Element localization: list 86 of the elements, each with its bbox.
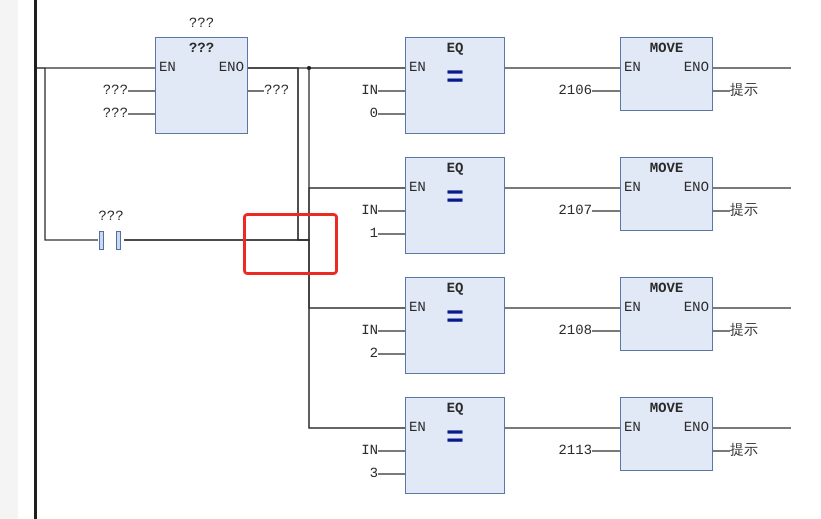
pin-name: EN <box>409 300 426 316</box>
pin-name: EN <box>159 60 176 76</box>
block-title: EQ <box>446 161 464 177</box>
wire <box>248 90 264 92</box>
pin-name: EN <box>409 180 426 196</box>
function-block <box>620 277 713 351</box>
wire <box>378 353 405 355</box>
wire <box>713 187 791 189</box>
block-title: EQ <box>446 41 464 57</box>
pin-name: EN <box>624 60 641 76</box>
pin-name: EN <box>624 420 641 436</box>
operand-label: 提示 <box>730 323 758 339</box>
operator-symbol: = <box>446 307 464 331</box>
block-title: MOVE <box>650 161 684 177</box>
instance-name: ??? <box>188 16 214 32</box>
wire <box>128 113 155 115</box>
pin-name: ENO <box>218 60 244 76</box>
operand-label: IN <box>361 323 378 339</box>
operand-label: 1 <box>370 226 378 242</box>
wire <box>592 450 620 452</box>
wire <box>713 90 730 92</box>
function-block <box>405 277 505 374</box>
function-block <box>620 157 713 231</box>
pin-name: ENO <box>684 180 709 196</box>
operand-label: 2107 <box>558 203 592 219</box>
wire <box>592 90 620 92</box>
function-block <box>620 397 713 471</box>
operator-symbol: = <box>446 427 464 451</box>
wire <box>713 427 791 429</box>
block-title: EQ <box>446 281 464 297</box>
function-block <box>405 157 505 254</box>
operand-label: 提示 <box>730 443 758 459</box>
operand-label: IN <box>361 83 378 99</box>
wire <box>378 113 405 115</box>
wire <box>505 67 620 69</box>
pin-name: EN <box>409 420 426 436</box>
operand-label: 3 <box>370 466 378 482</box>
operand-label: 2106 <box>558 83 592 99</box>
pin-name: ENO <box>684 420 709 436</box>
wire <box>505 307 620 309</box>
operator-symbol: = <box>446 187 464 211</box>
wire <box>592 210 620 212</box>
wire <box>378 90 405 92</box>
wire <box>713 67 791 69</box>
block-title: EQ <box>446 401 464 417</box>
operand-label: ??? <box>264 83 290 99</box>
operand-label: ??? <box>102 106 128 122</box>
operand-label: 提示 <box>730 83 758 99</box>
operand-label: ??? <box>102 83 128 99</box>
operator-symbol: = <box>446 67 464 91</box>
operand-label: IN <box>361 203 378 219</box>
wire <box>37 67 98 241</box>
pin-name: EN <box>624 180 641 196</box>
wire <box>713 450 730 452</box>
power-rail <box>34 0 37 519</box>
operand-label: 2108 <box>558 323 592 339</box>
wire <box>713 330 730 332</box>
operand-label: 2113 <box>558 443 592 459</box>
pin-name: EN <box>624 300 641 316</box>
wire <box>713 210 730 212</box>
block-title: MOVE <box>650 401 684 417</box>
wire <box>505 427 620 429</box>
wire <box>128 90 155 92</box>
block-title: MOVE <box>650 41 684 57</box>
pin-name: ENO <box>684 300 709 316</box>
wire <box>378 473 405 475</box>
wire <box>505 187 620 189</box>
operand-label: 0 <box>370 106 378 122</box>
wire <box>378 210 405 212</box>
pin-name: EN <box>409 60 426 76</box>
pin-name: ENO <box>684 60 709 76</box>
contact-label: ??? <box>98 209 124 225</box>
wire <box>378 330 405 332</box>
wire <box>592 330 620 332</box>
function-block <box>405 397 505 494</box>
wire <box>378 450 405 452</box>
operand-label: 提示 <box>730 203 758 219</box>
operand-label: 2 <box>370 346 378 362</box>
operand-label: IN <box>361 443 378 459</box>
function-block <box>620 37 713 111</box>
block-title: ??? <box>188 41 214 57</box>
wire <box>713 307 791 309</box>
wire <box>378 233 405 235</box>
block-title: MOVE <box>650 281 684 297</box>
wire <box>124 239 405 429</box>
function-block <box>405 37 505 134</box>
